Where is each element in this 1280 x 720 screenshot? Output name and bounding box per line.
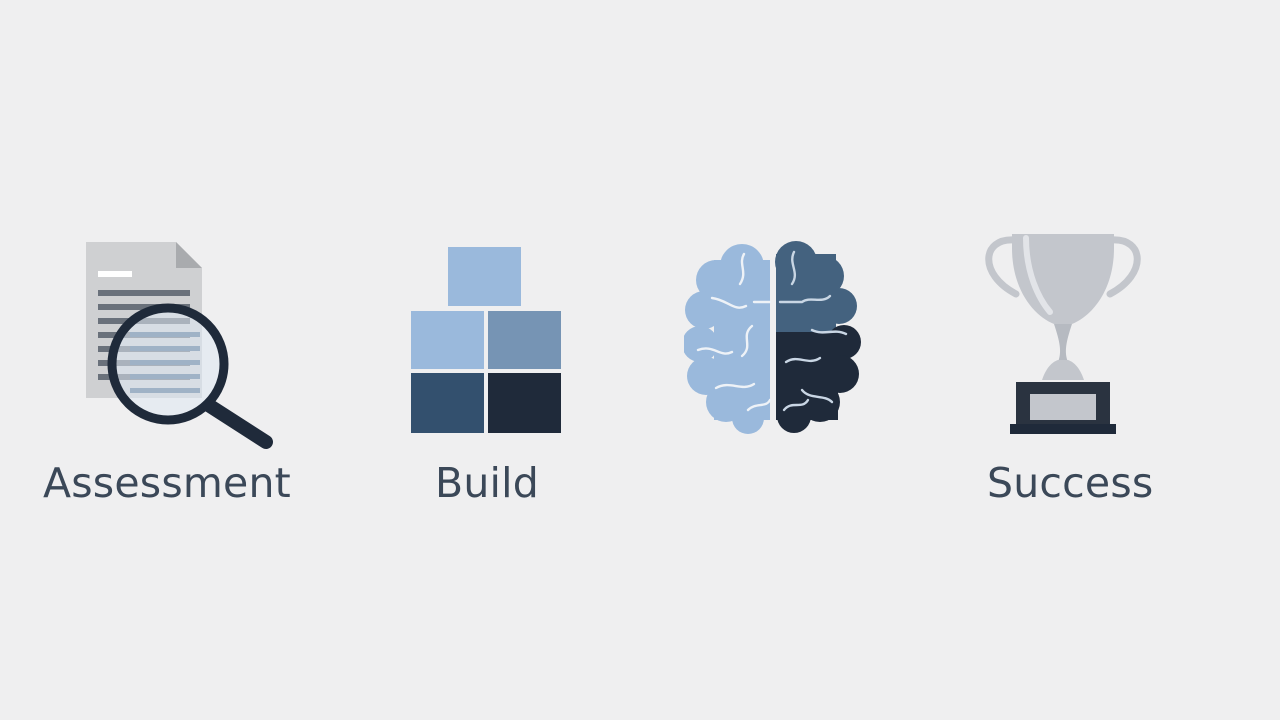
trophy-icon [985,234,1141,434]
brain-icon [684,241,861,436]
document-magnifier-icon [86,242,273,449]
step-label-assessment: Assessment [43,459,291,507]
step-label-build: Build [435,459,539,507]
stacked-blocks-icon [411,247,561,433]
step-label-success: Success [987,459,1154,507]
